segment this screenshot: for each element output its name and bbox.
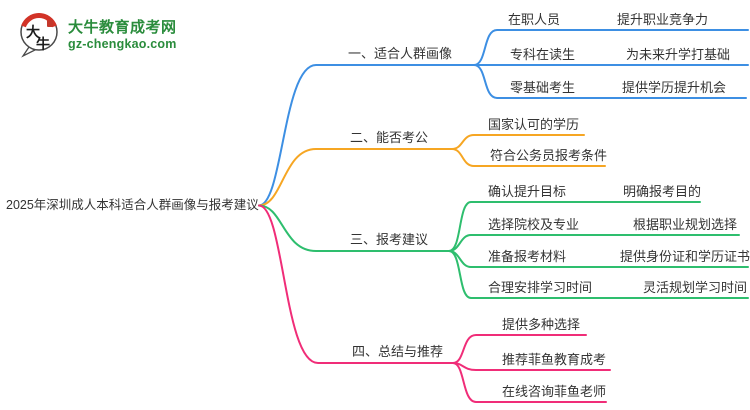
branch2-row1-connector bbox=[451, 134, 585, 150]
branch1-row1-connector bbox=[473, 29, 749, 66]
branch3-row2-connector bbox=[448, 234, 740, 252]
branch1-child1-topic: 在职人员 bbox=[508, 12, 561, 27]
branch2-row2-connector bbox=[451, 148, 606, 167]
branch1-row3-connector bbox=[473, 64, 747, 99]
branch3-child3-detail: 提供身份证和学历证书 bbox=[620, 249, 750, 264]
branch2-topic: 二、能否考公 bbox=[350, 130, 429, 145]
branch1-child1-detail: 提升职业竞争力 bbox=[617, 12, 709, 27]
branch2-child2-topic: 符合公务员报考条件 bbox=[490, 148, 608, 163]
branch3-stem-connector bbox=[258, 204, 450, 252]
branch3-child1-detail: 明确报考目的 bbox=[623, 184, 702, 199]
daniu-bubble-logo-icon: 大 牛 bbox=[20, 13, 58, 58]
site-name: 大牛教育成考网 bbox=[68, 19, 177, 36]
branch4-child1-topic: 提供多种选择 bbox=[502, 317, 581, 332]
branch3-child1-topic: 确认提升目标 bbox=[488, 184, 567, 199]
branch3-child3-topic: 准备报考材料 bbox=[488, 249, 567, 264]
branch1-child3-topic: 零基础考生 bbox=[510, 80, 576, 95]
branch3-child2-detail: 根据职业规划选择 bbox=[633, 217, 738, 232]
branch1-topic: 一、适合人群画像 bbox=[348, 46, 453, 61]
site-url: gz-chengkao.com bbox=[68, 37, 177, 51]
branch1-stem-connector bbox=[258, 64, 475, 207]
branch3-child4-topic: 合理安排学习时间 bbox=[488, 280, 593, 295]
branch4-child3-topic: 在线咨询菲鱼老师 bbox=[502, 384, 607, 399]
branch4-child2-topic: 推荐菲鱼教育成考 bbox=[502, 352, 607, 367]
root-topic: 2025年深圳成人本科适合人群画像与报考建议 bbox=[6, 198, 259, 212]
branch1-child2-topic: 专科在读生 bbox=[510, 47, 576, 62]
branch3-child2-topic: 选择院校及专业 bbox=[488, 217, 580, 232]
branch1-child2-detail: 为未来升学打基础 bbox=[626, 47, 731, 62]
site-logo: 大 牛 大牛教育成考网 gz-chengkao.com bbox=[16, 10, 177, 58]
branch4-row3-connector bbox=[452, 362, 607, 403]
svg-text:大: 大 bbox=[26, 24, 40, 41]
svg-text:牛: 牛 bbox=[36, 36, 50, 53]
branch3-topic: 三、报考建议 bbox=[350, 232, 429, 247]
branch3-child4-detail: 灵活规划学习时间 bbox=[643, 280, 748, 295]
branch2-stem-connector bbox=[258, 148, 453, 207]
branch4-stem-connector bbox=[258, 204, 454, 364]
branch2-child1-topic: 国家认可的学历 bbox=[488, 117, 580, 132]
branch1-child3-detail: 提供学历提升机会 bbox=[622, 80, 727, 95]
branch4-topic: 四、总结与推荐 bbox=[352, 344, 444, 359]
branch3-row4-connector bbox=[448, 250, 749, 299]
branch4-row1-connector bbox=[452, 334, 587, 364]
